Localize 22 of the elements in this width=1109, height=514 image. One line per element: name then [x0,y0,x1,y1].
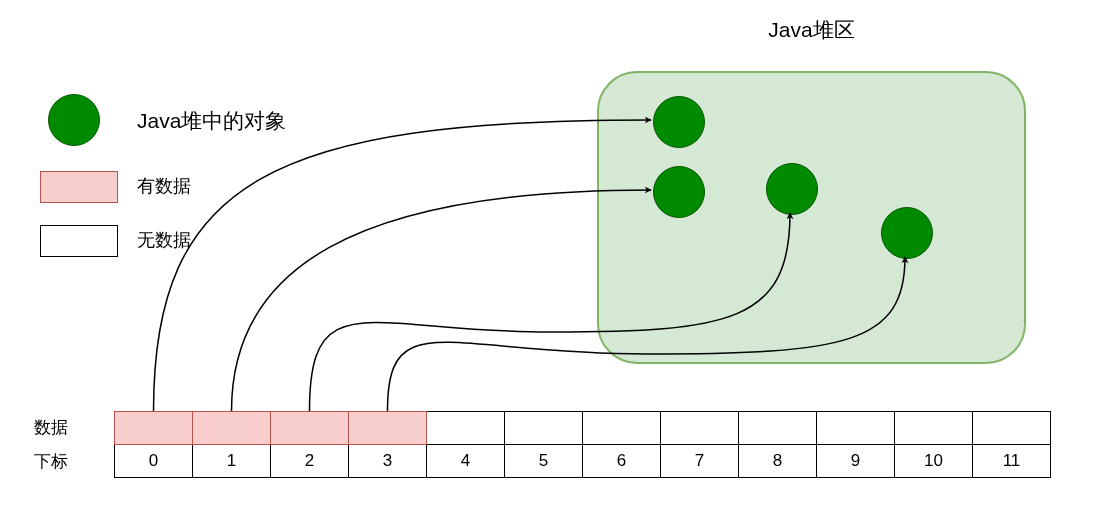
index-cell: 11 [972,444,1051,478]
row-label: 数据 [34,417,68,439]
object-circle [653,166,705,218]
data-cell [192,411,271,445]
index-cell: 0 [114,444,193,478]
legend-label: 无数据 [137,229,191,252]
data-cell [972,411,1051,445]
row-label: 下标 [34,451,68,473]
object-circle [881,207,933,259]
arrow [230,186,652,412]
legend-label: 有数据 [137,175,191,198]
arrow [308,212,794,412]
object-circle [653,96,705,148]
arrow [152,116,652,412]
legend-label: Java堆中的对象 [137,108,287,134]
region-title: Java堆区 [768,17,855,43]
heap-region [597,71,1026,364]
arrow [386,256,909,412]
data-cell [114,411,193,445]
data-cell [270,411,349,445]
object-circle [766,163,818,215]
data-cell [348,411,427,445]
